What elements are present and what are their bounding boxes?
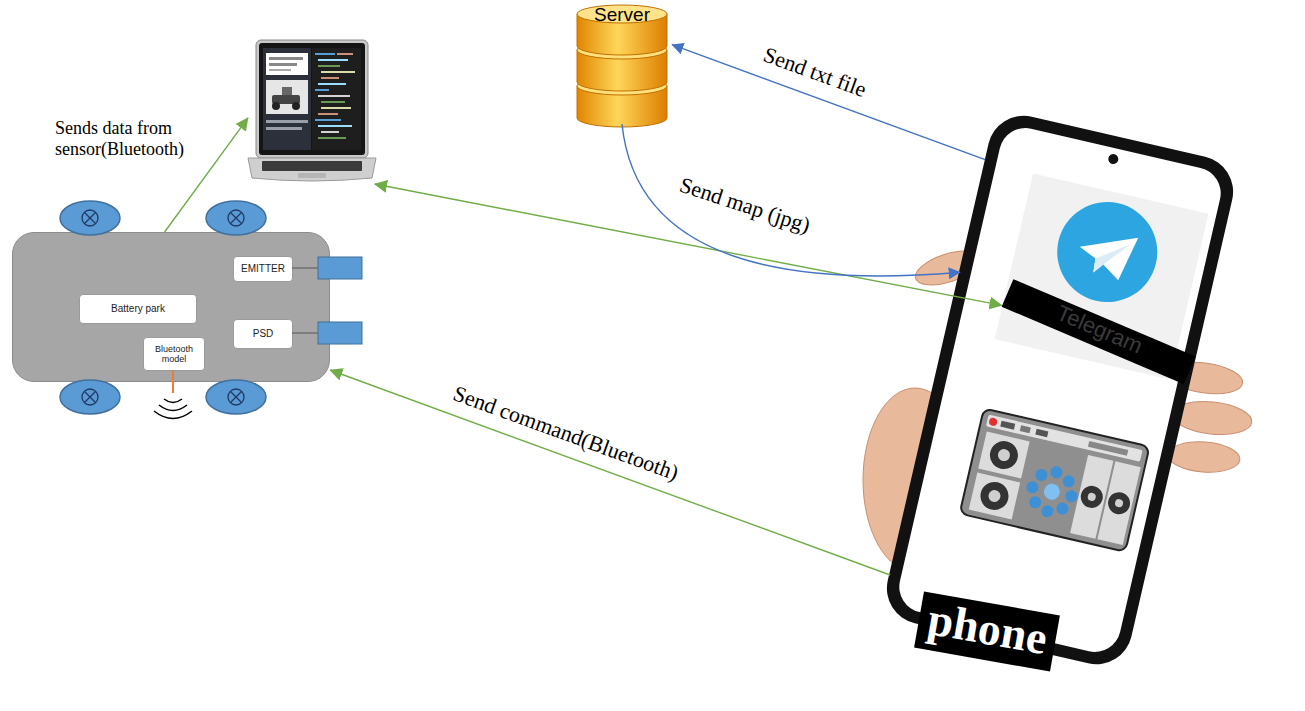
code-lines: [315, 53, 355, 139]
screen-card: [266, 53, 308, 75]
laptop-bezel: [259, 43, 365, 155]
wheel: [206, 201, 266, 235]
component-label: Bluetooth model: [147, 344, 201, 365]
wheel-set: [60, 201, 266, 414]
screen-line: [266, 120, 308, 123]
laptop-base: [248, 158, 376, 181]
phone-body: [880, 109, 1241, 672]
paper-plane-fold: [1092, 237, 1130, 279]
signal-waves: [154, 399, 192, 419]
screen-line: [269, 63, 297, 66]
paper-plane: [1074, 225, 1138, 282]
wheel: [60, 380, 120, 414]
edge-label: Send map (jpg): [675, 171, 816, 238]
server-label: Server: [572, 3, 672, 27]
phone-screen: [894, 123, 1226, 657]
robot-chassis: Battery parkBluetooth model EMITTER PSD: [12, 232, 330, 382]
component-box: EMITTER: [233, 256, 293, 282]
component-label: Battery park: [111, 303, 165, 315]
component-label: EMITTER: [241, 263, 285, 275]
wheel: [206, 380, 266, 414]
laptop-illustration: [248, 40, 376, 181]
phone-camera: [1107, 153, 1119, 165]
sensor-wire: [292, 268, 318, 269]
sensor-wire: [292, 333, 318, 334]
screen-line: [269, 57, 303, 60]
antenna-line: [172, 371, 174, 393]
phone-illustration: [880, 109, 1241, 672]
server-node: Server: [572, 2, 672, 124]
component-box: Battery park: [79, 294, 197, 324]
command-arrow: [330, 370, 890, 575]
edge-label: Send command(Bluetooth): [448, 380, 684, 486]
edge-label: Sends data from sensor(Bluetooth): [53, 118, 217, 159]
screen-line: [269, 69, 291, 71]
data-arrow: [375, 184, 1002, 305]
emitter-sensor: [318, 257, 362, 279]
laptop-node: [248, 40, 376, 184]
app-label: Telegram: [1001, 279, 1195, 384]
device-caption: phone: [914, 591, 1060, 671]
screen-panel: [263, 48, 311, 150]
robot-photo-wheel: [272, 102, 280, 110]
telegram-logo: [1047, 192, 1167, 312]
phone-node: phone Telegram: [870, 100, 1250, 680]
laptop-trackpad: [298, 173, 326, 178]
code-panel: [312, 48, 361, 150]
wheel: [60, 201, 120, 235]
psd-sensor: [318, 322, 362, 344]
upload-arrow: [672, 45, 985, 160]
laptop-lid: [256, 40, 368, 158]
telegram-app: Telegram: [995, 173, 1209, 379]
controller-app: [960, 408, 1150, 551]
laptop-keyboard: [262, 161, 362, 171]
screen-line: [266, 127, 302, 130]
finger-shape: [1167, 440, 1241, 475]
component-box: PSD: [233, 319, 293, 349]
component-label: PSD: [253, 328, 274, 340]
robot-photo-part: [282, 87, 292, 95]
screen-photo: [266, 80, 308, 114]
download-arrow: [622, 124, 960, 276]
robot-photo-wheel: [292, 102, 300, 110]
component-box: Bluetooth model: [143, 337, 205, 371]
edge-label: Send txt file: [758, 41, 871, 103]
